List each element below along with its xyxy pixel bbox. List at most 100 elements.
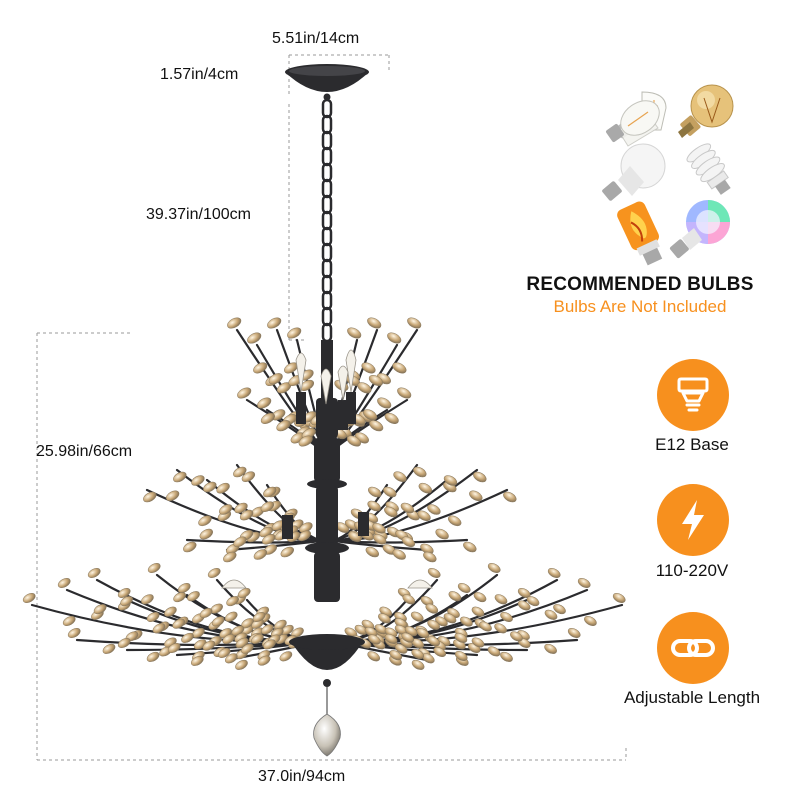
crystal bbox=[367, 500, 381, 512]
crystal bbox=[473, 592, 487, 603]
crystal bbox=[233, 536, 247, 548]
crystal bbox=[239, 509, 254, 521]
crystal bbox=[260, 412, 275, 424]
crystal bbox=[368, 486, 382, 498]
flame-effect-bulb bbox=[617, 201, 663, 266]
crystal bbox=[261, 624, 274, 635]
crystal bbox=[191, 475, 205, 486]
crystal bbox=[471, 606, 485, 617]
crystal bbox=[253, 549, 268, 560]
crystal bbox=[252, 611, 266, 623]
crystal bbox=[93, 604, 107, 615]
crystal bbox=[357, 382, 372, 394]
crystal bbox=[217, 647, 231, 659]
crystal bbox=[227, 317, 242, 329]
crystal bbox=[199, 607, 213, 619]
spiral-cfl-bulb bbox=[686, 143, 731, 195]
canopy-width-label: 5.51in/14cm bbox=[272, 30, 360, 47]
crystal bbox=[223, 551, 237, 563]
crystal bbox=[147, 562, 161, 574]
crystal bbox=[378, 613, 391, 624]
crystal bbox=[263, 639, 276, 650]
crystal bbox=[369, 420, 384, 432]
crystal bbox=[267, 317, 282, 329]
crystal bbox=[202, 640, 216, 651]
crystal bbox=[367, 634, 381, 645]
crystal bbox=[487, 646, 501, 657]
crystal bbox=[494, 594, 508, 605]
crystal bbox=[460, 616, 473, 627]
crystal bbox=[361, 362, 376, 374]
crystal bbox=[365, 546, 379, 558]
crystal bbox=[120, 596, 133, 607]
crystal bbox=[22, 592, 36, 604]
crystal bbox=[389, 650, 403, 661]
crystal bbox=[410, 611, 424, 622]
crystal bbox=[141, 594, 154, 605]
crystal bbox=[87, 567, 101, 579]
crystal bbox=[553, 604, 566, 615]
crystal bbox=[190, 655, 204, 666]
crystal bbox=[411, 649, 425, 660]
adjustable-length-label: Adjustable Length bbox=[623, 688, 761, 707]
crystal bbox=[280, 546, 294, 558]
crystal bbox=[234, 502, 248, 514]
crystal bbox=[199, 528, 213, 540]
crystal bbox=[526, 596, 540, 607]
crystal bbox=[383, 486, 397, 498]
crystal bbox=[423, 551, 437, 563]
crystal bbox=[262, 534, 276, 545]
crystal bbox=[253, 362, 268, 374]
crystal bbox=[417, 510, 431, 522]
crystal bbox=[373, 534, 387, 545]
crystal bbox=[416, 628, 430, 639]
edison-g-bulb bbox=[678, 84, 734, 138]
crystal bbox=[247, 332, 262, 344]
crystal bbox=[224, 653, 238, 664]
crystal bbox=[102, 643, 116, 654]
canopy bbox=[285, 64, 369, 101]
crystal bbox=[392, 549, 406, 560]
e12-base-label: E12 Base bbox=[655, 435, 729, 454]
crystal bbox=[469, 490, 483, 502]
crystal bbox=[257, 655, 271, 666]
crystal bbox=[167, 642, 181, 654]
canopy-height-label: 1.57in/4cm bbox=[160, 66, 239, 83]
lightning-icon bbox=[657, 484, 729, 556]
crystal bbox=[173, 592, 186, 603]
crystal bbox=[473, 471, 487, 483]
crystal bbox=[577, 577, 591, 589]
crystal bbox=[411, 659, 425, 670]
body-width-label: 37.0in/94cm bbox=[258, 768, 346, 785]
crystal bbox=[363, 409, 378, 421]
crystal bbox=[67, 627, 81, 639]
crystal bbox=[401, 536, 416, 548]
crystal bbox=[263, 486, 277, 498]
crystal-drop bbox=[313, 687, 341, 757]
crystal bbox=[384, 506, 398, 518]
crystal bbox=[427, 619, 440, 630]
crystal bbox=[435, 528, 449, 540]
crystal bbox=[368, 374, 383, 387]
crystal bbox=[612, 592, 626, 604]
crystal bbox=[172, 618, 186, 629]
bulbs-not-included-note: Bulbs Are Not Included bbox=[553, 297, 727, 316]
crystal bbox=[372, 523, 386, 534]
chain-length-label: 39.37in/100cm bbox=[146, 206, 251, 223]
crystal bbox=[425, 603, 439, 614]
bulb-base-icon bbox=[657, 359, 729, 431]
body-height-label: 25.98in/66cm bbox=[36, 443, 133, 460]
crystal bbox=[57, 577, 71, 589]
crystal bbox=[207, 567, 221, 579]
crystal bbox=[457, 582, 471, 594]
link-icon bbox=[657, 612, 729, 684]
crystal bbox=[173, 471, 187, 483]
crystal bbox=[177, 582, 191, 594]
recommended-bulbs-title: RECOMMENDED BULBS bbox=[526, 274, 754, 295]
crystal bbox=[427, 567, 441, 579]
crystal bbox=[211, 616, 225, 627]
crystal bbox=[479, 621, 492, 632]
crystal bbox=[454, 650, 468, 662]
